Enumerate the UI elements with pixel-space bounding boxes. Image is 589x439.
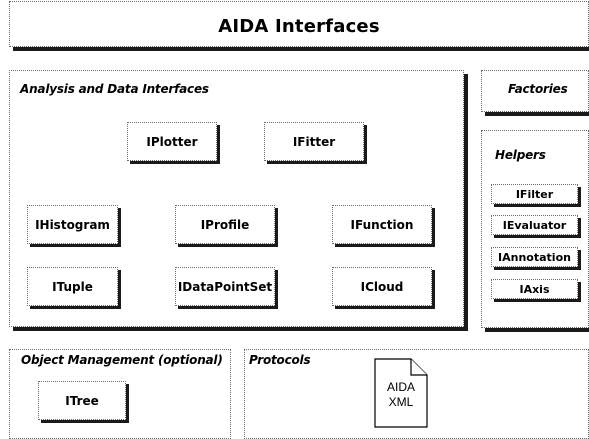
helpers-panel-title: Helpers bbox=[495, 148, 546, 162]
itree-box: ITree bbox=[38, 381, 126, 420]
document-label-line2: XML bbox=[388, 395, 414, 409]
ifilter-box: IFilter bbox=[491, 184, 578, 204]
iplotter-box: IPlotter bbox=[127, 122, 217, 161]
factories-panel-title: Factories bbox=[508, 82, 568, 96]
idatapointset-box: IDataPointSet bbox=[175, 267, 275, 306]
ifitter-box: IFitter bbox=[264, 122, 364, 161]
document-label: AIDA XML bbox=[376, 380, 426, 410]
factories-panel: Factories bbox=[481, 70, 589, 112]
iprofile-box: IProfile bbox=[175, 205, 275, 244]
ievaluator-box: IEvaluator bbox=[491, 215, 578, 235]
document-label-line1: AIDA bbox=[386, 380, 415, 394]
ifunction-box: IFunction bbox=[332, 205, 432, 244]
ituple-box: ITuple bbox=[27, 267, 118, 306]
document-icon bbox=[374, 358, 428, 428]
icloud-box: ICloud bbox=[332, 267, 432, 306]
iaxis-box: IAxis bbox=[491, 279, 578, 299]
title-panel: AIDA Interfaces bbox=[9, 1, 589, 47]
protocols-panel-title: Protocols bbox=[249, 353, 311, 367]
object-management-panel-title: Object Management (optional) bbox=[21, 353, 223, 367]
iannotation-box: IAnnotation bbox=[491, 247, 578, 267]
analysis-panel-title: Analysis and Data Interfaces bbox=[20, 82, 209, 96]
ihistogram-box: IHistogram bbox=[27, 205, 118, 244]
page-title: AIDA Interfaces bbox=[218, 16, 380, 37]
